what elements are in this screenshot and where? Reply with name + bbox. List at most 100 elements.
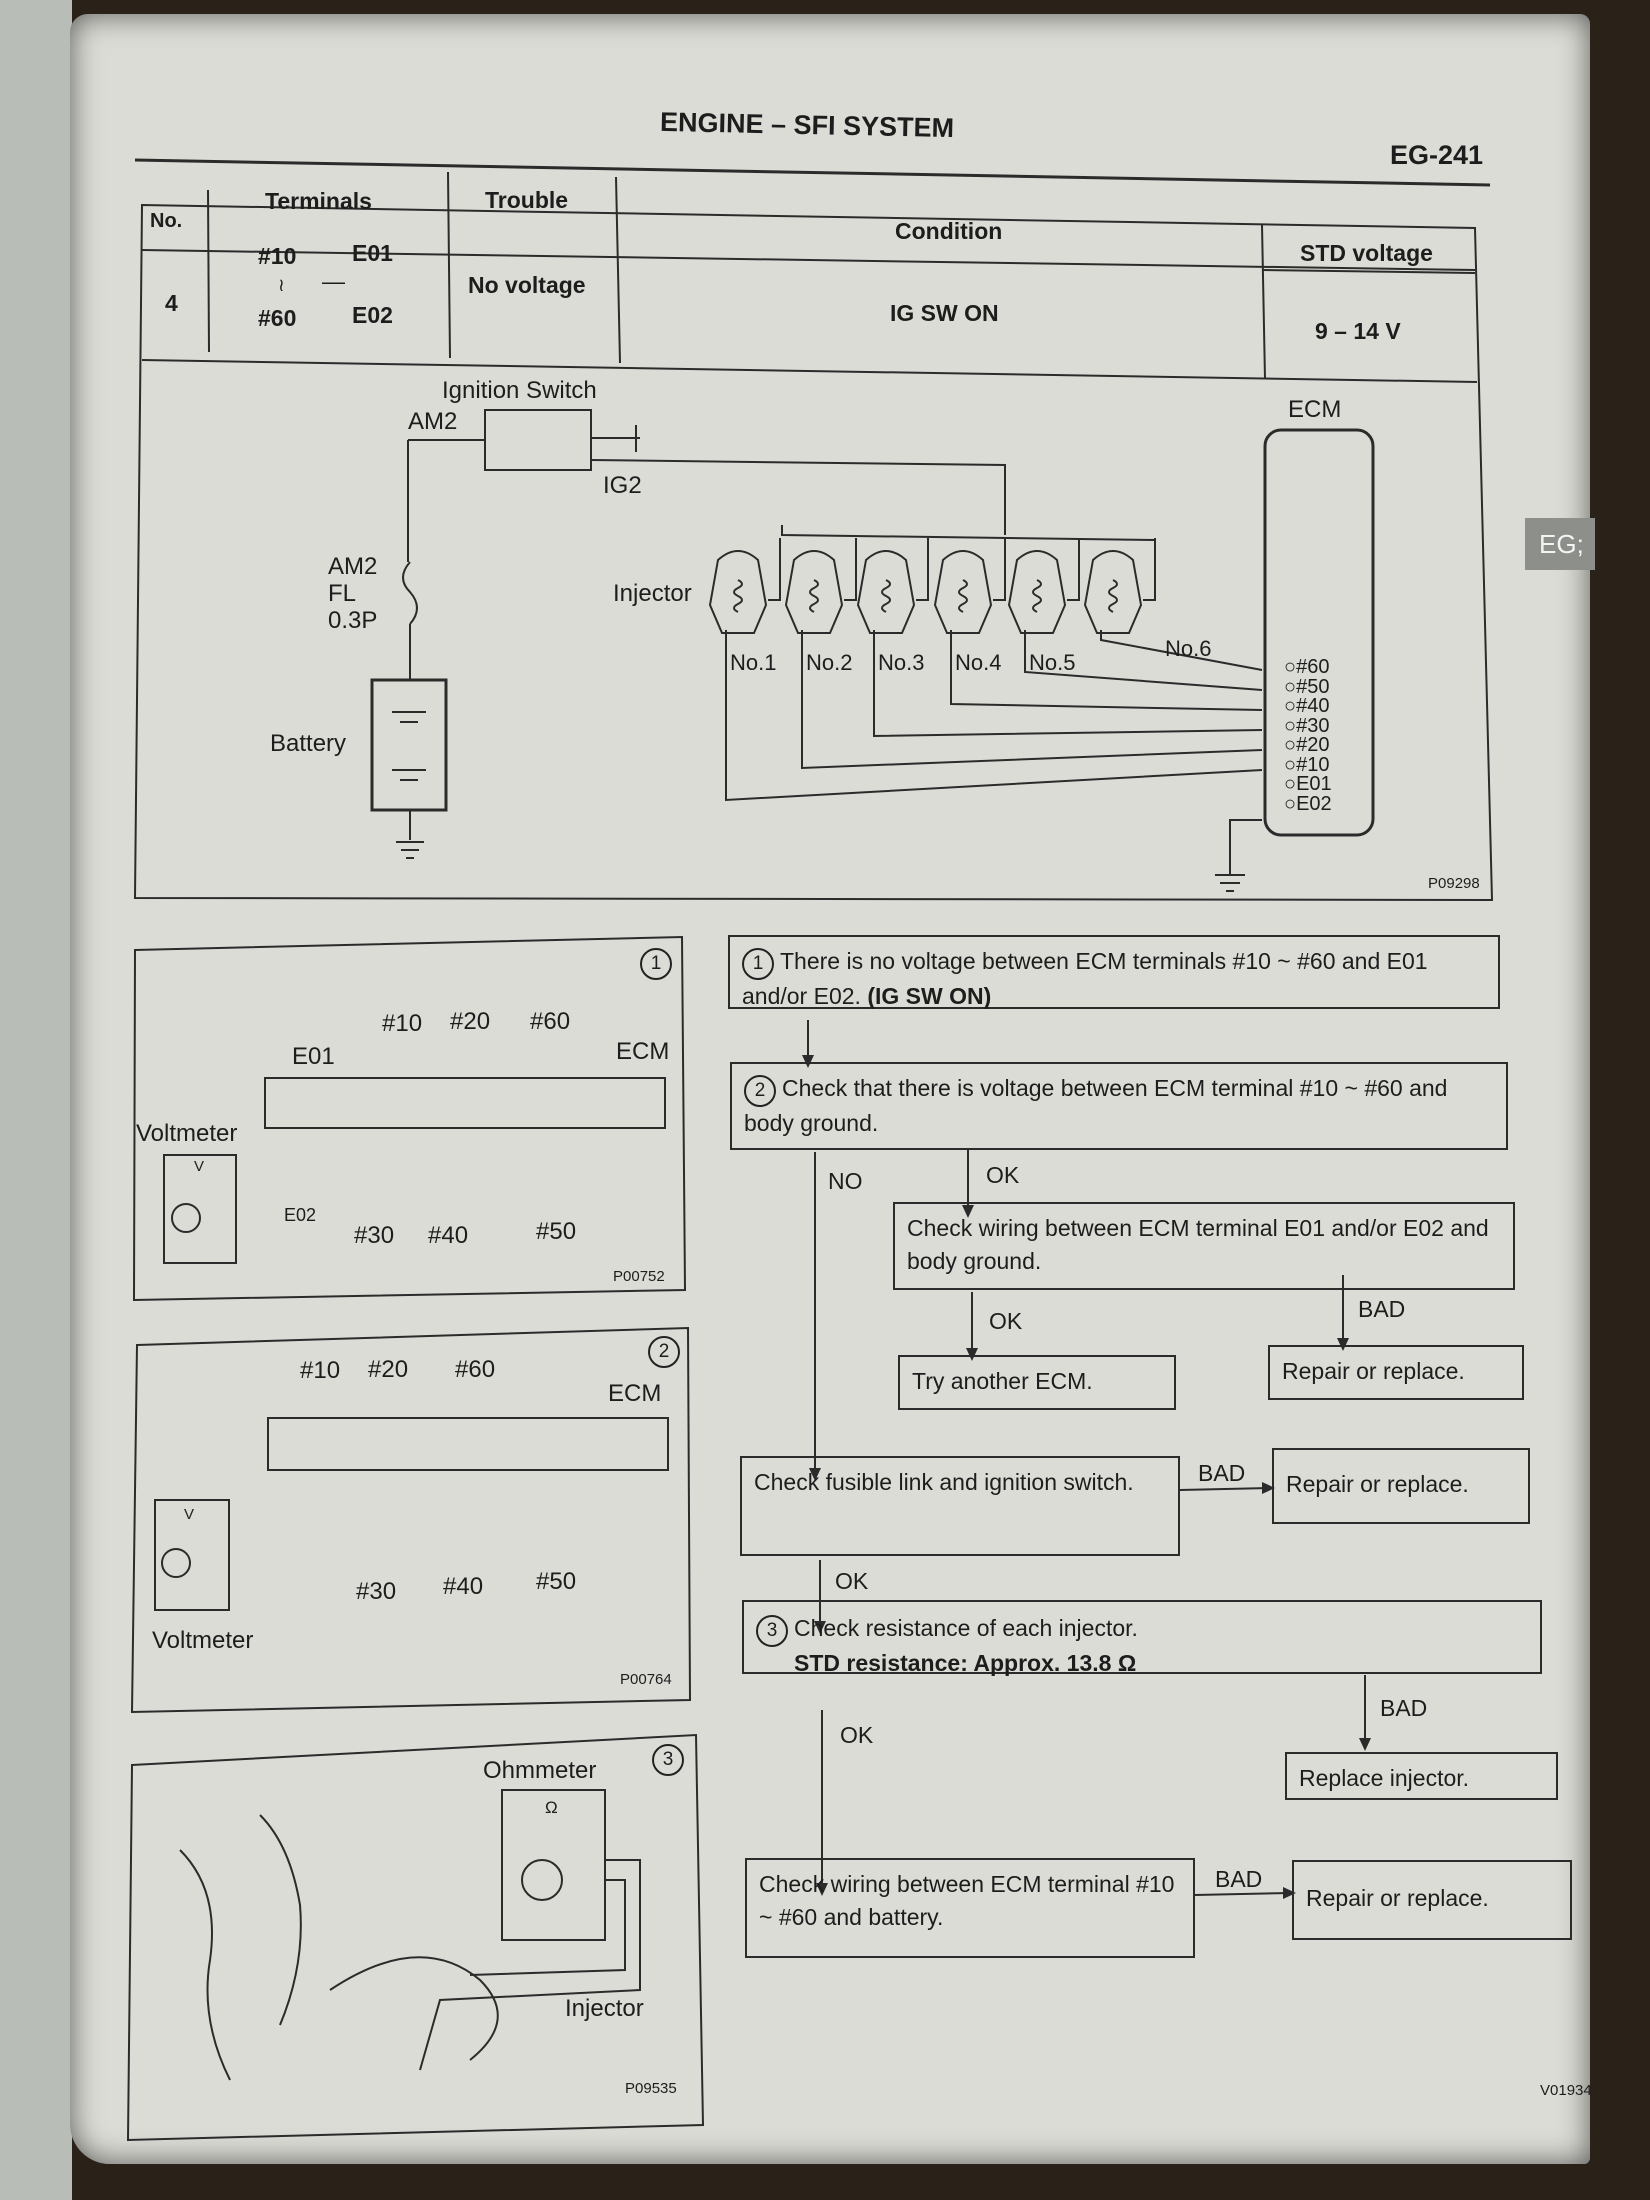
fig2-t50: #50: [536, 1568, 577, 1595]
terminal-dash: —: [322, 268, 345, 294]
injector-feed-6: [1143, 538, 1156, 601]
flow-ok-label-2: OK: [989, 1308, 1023, 1334]
fig2-voltmeter: Voltmeter: [152, 1627, 254, 1654]
std-voltage-value: 9 – 14 V: [1315, 318, 1401, 344]
flow-bad-label-3: BAD: [1380, 1695, 1428, 1721]
fig1-t30: #30: [354, 1222, 395, 1249]
injector-label-5: No.5: [1029, 650, 1076, 675]
fig1-t50: #50: [536, 1218, 577, 1245]
injector-signal-wire-1: [725, 630, 1263, 802]
terminal-10: #10: [258, 243, 297, 269]
ecm-terminal-6: ○E01: [1284, 773, 1332, 795]
fig1-number-badge: 1: [640, 948, 672, 980]
fig2-number-badge: 2: [648, 1336, 680, 1368]
fig3-meter-symbol: Ω: [545, 1798, 558, 1817]
fuse-label-rating: 0.3P: [328, 607, 378, 634]
flow-repair-3: Repair or replace.: [1292, 1860, 1572, 1940]
injector-5: [1007, 550, 1067, 634]
ecm-terminal-list: ○#60○#50○#40○#30○#20○#10○E01○E02: [1284, 656, 1332, 814]
fig3-ohmmeter: Ohmmeter: [483, 1757, 597, 1784]
flow-ok-label-3: OK: [835, 1568, 869, 1594]
injector-coil-2: [809, 579, 819, 613]
flow-step-3-bold: STD resistance: Approx. 13.8 Ω: [794, 1650, 1137, 1676]
condition-value: IG SW ON: [890, 300, 999, 326]
flow-step-3-badge: 3: [756, 1615, 788, 1647]
injector-coil-3: [881, 579, 891, 613]
fig1-meter-symbol: V: [194, 1158, 205, 1175]
injector-coil-1: [733, 579, 743, 613]
fig2-t60: #60: [455, 1356, 496, 1383]
flow-bad-label-2: BAD: [1198, 1460, 1246, 1486]
injector-2: [784, 550, 844, 634]
ecm-terminal-1: ○#50: [1284, 675, 1330, 698]
ecm-terminal-5: ○#10: [1284, 753, 1330, 776]
fig2-t40: #40: [443, 1573, 484, 1600]
flow-no-label: NO: [828, 1168, 863, 1194]
fig3-injector: Injector: [565, 1995, 644, 2022]
fig3-number: 3: [652, 1744, 690, 1776]
fig2-ecm: ECM: [608, 1380, 662, 1407]
flow-check-battery-wiring: Check wiring between ECM terminal #10 ~ …: [745, 1858, 1195, 1958]
flow-fusible-link: Check fusible link and ignition switch.: [740, 1456, 1180, 1556]
injector-coil-5: [1032, 579, 1042, 613]
injector-4: [933, 550, 993, 634]
fig3-code: P09535: [625, 2080, 677, 2097]
flow-step-1-badge: 1: [742, 948, 774, 980]
injector-signal-wire-6: [1100, 630, 1263, 671]
fig2-t20: #20: [368, 1356, 409, 1383]
injector-1: [708, 550, 768, 634]
page-number: EG-241: [1390, 140, 1484, 170]
flow-replace-injector: Replace injector.: [1285, 1752, 1558, 1800]
fig1-ecm: ECM: [616, 1038, 670, 1065]
injector-feed-4: [993, 538, 1006, 601]
injector-label: Injector: [613, 580, 692, 607]
ecm-label: ECM: [1288, 396, 1342, 423]
flow-ok-label-1: OK: [986, 1162, 1020, 1188]
injector-signal-wire-2: [801, 630, 1263, 770]
injector-label-1: No.1: [730, 650, 777, 675]
fig1-e01: E01: [292, 1043, 335, 1070]
terminal-e01: E01: [352, 240, 393, 266]
fig1-voltmeter: Voltmeter: [136, 1120, 238, 1147]
fig1-t60: #60: [530, 1008, 571, 1035]
injector-feed-1: [768, 538, 781, 601]
ecm-terminal-0: ○#60: [1284, 656, 1330, 678]
fig1-t10: #10: [382, 1010, 423, 1037]
injector-label-2: No.2: [806, 650, 853, 675]
fig1-t40: #40: [428, 1222, 469, 1249]
terminal-60: #60: [258, 305, 297, 331]
terminal-range-sep: ≀: [278, 275, 285, 295]
battery-label: Battery: [270, 730, 347, 757]
fig1-t20: #20: [450, 1008, 491, 1035]
terminal-e02: E02: [352, 302, 393, 328]
injector-signal-wire-4: [950, 630, 1263, 711]
fig1-number: 1: [640, 948, 678, 980]
flow-try-ecm: Try another ECM.: [898, 1355, 1176, 1410]
section-tab: EG;: [1525, 518, 1595, 570]
injector-6: [1083, 550, 1143, 634]
injector-feed-3: [916, 538, 929, 601]
injector-label-3: No.3: [878, 650, 925, 675]
injector-coil-6: [1108, 579, 1118, 613]
fig2-code: P00764: [620, 1671, 672, 1688]
fuse-label-am2: AM2: [328, 553, 378, 580]
fig2-t10: #10: [300, 1357, 341, 1384]
injector-label-4: No.4: [955, 650, 1002, 675]
flow-check-e01: Check wiring between ECM terminal E01 an…: [893, 1202, 1515, 1290]
trouble-value: No voltage: [468, 272, 586, 298]
injector-signal-wire-5: [1024, 630, 1263, 691]
fuse-label: AM2 FL 0.3P: [328, 553, 377, 634]
ignition-switch-label: Ignition Switch: [442, 377, 597, 404]
injector-coil-4: [958, 579, 968, 613]
ig2-label: IG2: [603, 472, 642, 499]
fig2-t30: #30: [356, 1578, 397, 1605]
ecm-terminal-2: ○#40: [1284, 695, 1330, 717]
fig3-number-badge: 3: [652, 1744, 684, 1776]
injector-signal-wire-3: [873, 630, 1263, 738]
col-condition-header: Condition: [895, 218, 1003, 244]
col-terminals-header: Terminals: [265, 188, 372, 214]
